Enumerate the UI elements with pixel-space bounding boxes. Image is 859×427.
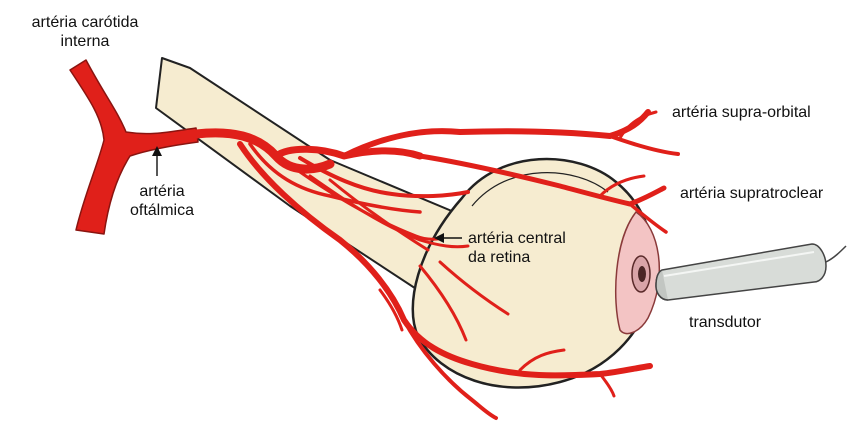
transducer-label: transdutor bbox=[689, 313, 761, 332]
ophthalmic-label-line-1: artéria bbox=[116, 182, 208, 201]
probe-cable bbox=[826, 246, 846, 262]
central-retinal-label: artéria central da retina bbox=[468, 229, 566, 267]
lower-branch-d bbox=[600, 374, 614, 396]
internal-carotid-label: artéria carótida interna bbox=[12, 13, 158, 51]
pupil bbox=[638, 266, 646, 282]
internal-carotid-label-line-2: interna bbox=[12, 32, 158, 51]
transducer-probe bbox=[656, 244, 846, 300]
supraorbital-label: artéria supra-orbital bbox=[672, 103, 811, 122]
ophthalmic-label-line-2: oftálmica bbox=[116, 201, 208, 220]
internal-carotid-label-line-1: artéria carótida bbox=[12, 13, 158, 32]
ophthalmic-label: artéria oftálmica bbox=[116, 182, 208, 220]
central-retinal-label-line-2: da retina bbox=[468, 248, 566, 267]
central-retinal-label-line-1: artéria central bbox=[468, 229, 566, 248]
supratrochlear-label: artéria supratroclear bbox=[680, 184, 823, 203]
